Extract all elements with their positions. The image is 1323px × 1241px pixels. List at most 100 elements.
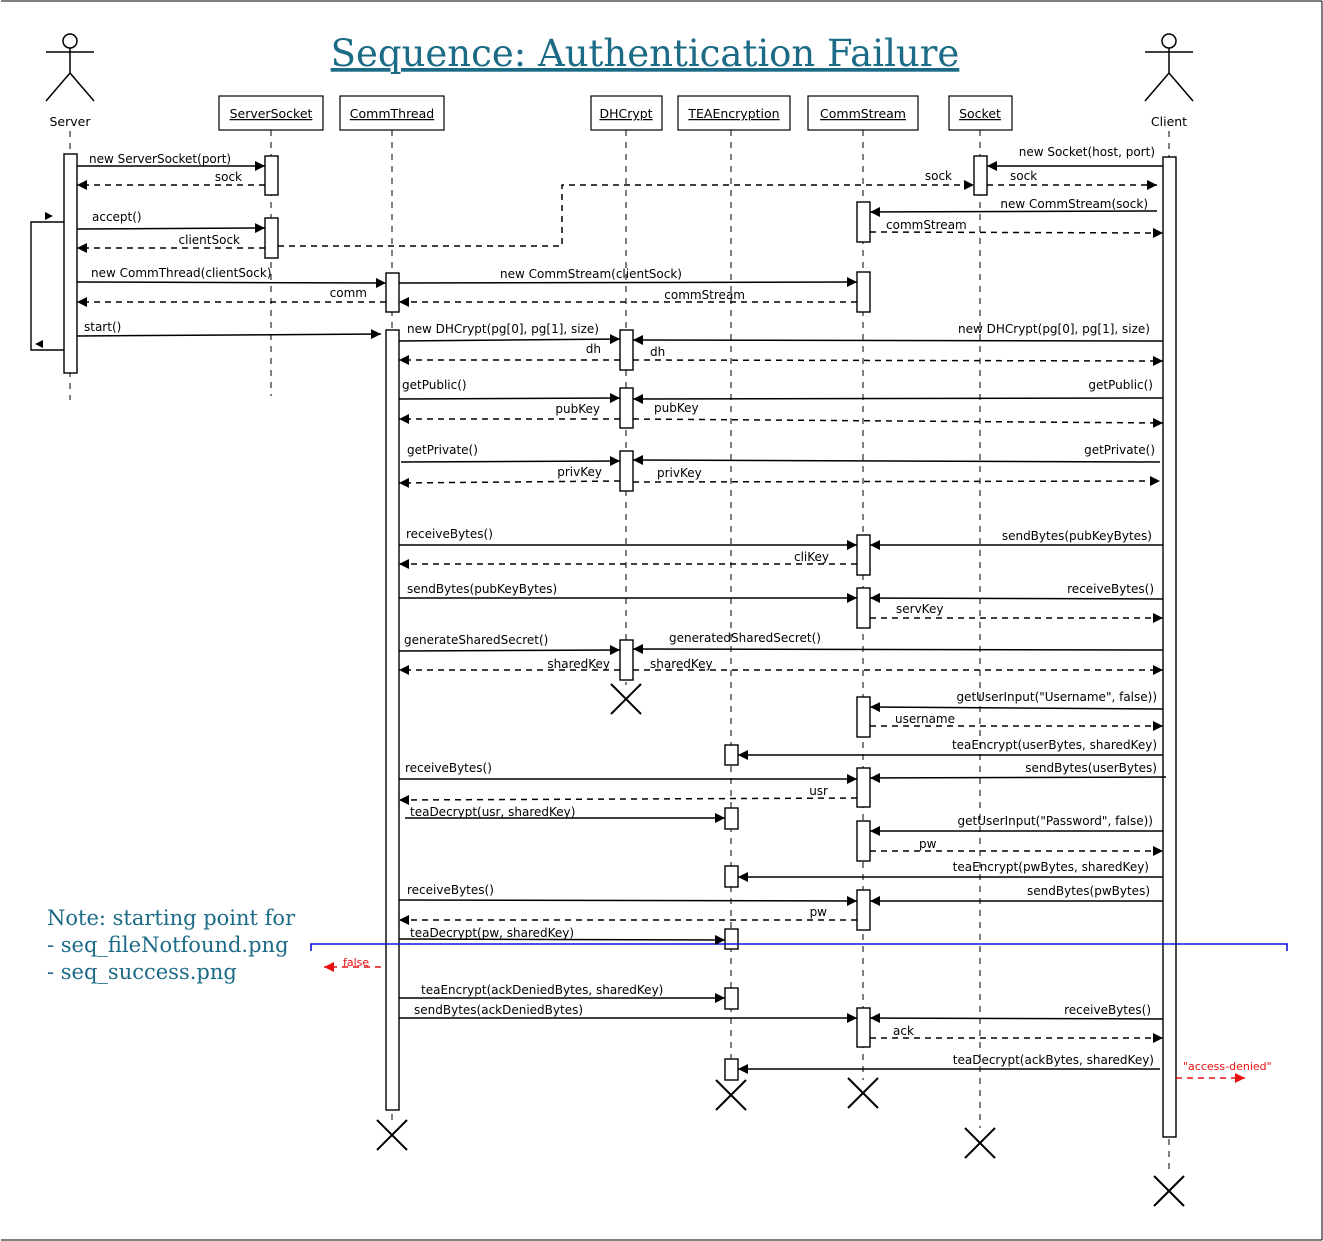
- message-label: new Socket(host, port): [1019, 145, 1155, 159]
- actor-label: Client: [1151, 114, 1187, 129]
- message-label: pw: [810, 905, 828, 919]
- object-dhcrypt: DHCrypt: [590, 95, 663, 131]
- message-label: teaEncrypt(userBytes, sharedKey): [952, 738, 1157, 752]
- actor-label: Server: [50, 114, 92, 129]
- message-label: accept(): [92, 210, 142, 224]
- activation-bar: [856, 889, 871, 931]
- message-arrow: dh: [399, 342, 620, 365]
- message-label: teaEncrypt(ackDeniedBytes, sharedKey): [421, 983, 663, 997]
- message-arrow: teaDecrypt(ackBytes, sharedKey): [738, 1053, 1160, 1074]
- message-label: receiveBytes(): [1064, 1003, 1151, 1017]
- activation-bar: [619, 387, 634, 429]
- message-arrow: privKey: [632, 466, 1161, 487]
- message-label: generateSharedSecret(): [404, 633, 548, 647]
- message-label: getUserInput("Password", false)): [958, 814, 1153, 828]
- destroy-mark: [847, 1077, 879, 1109]
- activation-bar: [856, 534, 871, 576]
- object-teaencryption: TEAEncryption: [677, 95, 791, 131]
- message-arrow: getPrivate(): [632, 443, 1161, 466]
- activation-bar: [264, 155, 279, 196]
- message-label: teaEncrypt(pwBytes, sharedKey): [953, 860, 1149, 874]
- object-label: CommStream: [820, 106, 906, 121]
- destroy-mark: [610, 683, 642, 715]
- message-label: getPrivate(): [1084, 443, 1155, 457]
- message-arrow: ack: [870, 1024, 1163, 1043]
- activation-bar: [619, 329, 634, 371]
- message-arrow: servKey: [870, 602, 1163, 623]
- message-arrow: username: [870, 712, 1163, 731]
- message-label: cliKey: [794, 550, 829, 564]
- message-arrow: new CommStream(sock): [869, 197, 1158, 217]
- activation-bar: [724, 987, 739, 1010]
- message-label: sendBytes(pubKeyBytes): [1002, 529, 1152, 543]
- message-arrow: sendBytes(userBytes): [869, 761, 1167, 783]
- message-label: sendBytes(pwBytes): [1027, 884, 1150, 898]
- destroy-mark: [1153, 1175, 1185, 1207]
- activation-bar: [724, 1058, 739, 1081]
- message-arrow: teaEncrypt(pwBytes, sharedKey): [738, 860, 1163, 882]
- message-label: privKey: [657, 466, 702, 480]
- message-arrow: teaEncrypt(ackDeniedBytes, sharedKey): [399, 983, 725, 1003]
- message-arrow: cliKey: [399, 550, 857, 569]
- message-label: receiveBytes(): [407, 883, 494, 897]
- message-label: getUserInput("Username", false)): [956, 690, 1157, 704]
- destroy-mark: [715, 1079, 747, 1111]
- message-arrow: pubKey: [632, 401, 1164, 428]
- divider-line: [310, 943, 1288, 951]
- message-label: sock: [1010, 169, 1037, 183]
- message-arrow: new ServerSocket(port): [77, 152, 265, 171]
- message-label: sock: [215, 170, 242, 184]
- message-arrow: sock: [77, 170, 265, 190]
- destroy-mark: [964, 1127, 996, 1159]
- message-label: usr: [809, 784, 828, 798]
- diagram-title: Sequence: Authentication Failure: [331, 32, 960, 75]
- message-label: sendBytes(userBytes): [1025, 761, 1157, 775]
- message-label: commStream: [886, 218, 967, 232]
- self-call-loop: [30, 212, 64, 351]
- activation-bar: [856, 820, 871, 862]
- message-arrow: sharedKey: [633, 657, 1163, 675]
- activation-bar: [619, 639, 634, 681]
- message-label: receiveBytes(): [1067, 582, 1154, 596]
- activation-bar: [724, 744, 739, 766]
- message-arrow: usr: [398, 784, 858, 805]
- message-arrow: clientSock: [77, 233, 265, 253]
- message-label: sendBytes(pubKeyBytes): [407, 582, 557, 596]
- message-arrow: teaDecrypt(pw, sharedKey): [398, 926, 726, 945]
- message-label: new CommStream(sock): [1000, 197, 1148, 211]
- message-arrow: teaEncrypt(userBytes, sharedKey): [738, 738, 1163, 760]
- message-arrow: receiveBytes(): [869, 582, 1164, 604]
- object-label: ServerSocket: [230, 106, 313, 121]
- note-line: - seq_fileNotfound.png: [47, 933, 289, 957]
- message-arrow: commStream: [399, 288, 857, 307]
- message-label: new CommStream(clientSock): [500, 267, 682, 281]
- activation-bar: [724, 807, 739, 830]
- message-label: receiveBytes(): [406, 527, 493, 541]
- activation-bar: [856, 696, 871, 738]
- message-arrow: privKey: [398, 465, 621, 488]
- message-arrow: accept(): [76, 210, 266, 234]
- message-arrow: comm: [77, 286, 386, 307]
- message-label: sendBytes(ackDeniedBytes): [414, 1003, 583, 1017]
- activation-bar: [724, 928, 739, 950]
- message-label: commStream: [664, 288, 745, 302]
- activation-bar: [856, 271, 871, 313]
- object-serversocket: ServerSocket: [218, 95, 324, 131]
- message-arrow: sock: [987, 169, 1157, 190]
- object-socket: Socket: [948, 95, 1013, 131]
- activation-bar: [1162, 156, 1177, 1138]
- message-label: username: [895, 712, 955, 726]
- message-arrow: getUserInput("Username", false)): [869, 690, 1164, 713]
- message-label: receiveBytes(): [405, 761, 492, 775]
- note-line: Note: starting point for: [47, 906, 296, 930]
- message-arrow: receiveBytes(): [399, 761, 857, 784]
- message-label: pw: [919, 837, 937, 851]
- object-label: TEAEncryption: [687, 106, 779, 121]
- message-label: teaDecrypt(usr, sharedKey): [410, 805, 575, 819]
- message-label: dh: [650, 345, 665, 359]
- message-arrow: getPublic(): [632, 378, 1164, 404]
- message-arrow: start(): [76, 320, 382, 340]
- message-arrow: new DHCrypt(pg[0], pg[1], size): [398, 322, 621, 345]
- message-arrow: sharedKey: [399, 657, 620, 675]
- message-arrow: receiveBytes(): [869, 1003, 1164, 1024]
